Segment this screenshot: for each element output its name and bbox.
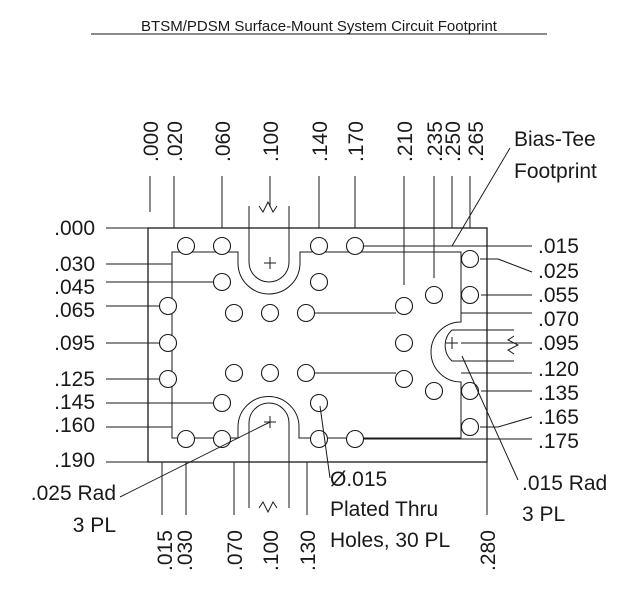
via-hole [345,236,365,256]
top-dim-label: .250 [442,121,465,162]
via-hole [158,369,178,389]
top-dim-label: .100 [260,121,283,162]
right-biastee-notch [444,329,514,362]
left-dim-label: .160 [54,414,95,437]
left-radius-callout-line1: .025 Rad [31,482,116,505]
top-dimension-labels: .000 .020 .060 .100 .140 .170 .210 .235 … [140,121,488,162]
right-breakline [507,335,520,355]
left-dim-label: .045 [54,276,95,299]
via-hole [158,296,178,316]
via-hole [424,381,444,401]
center-mark-right [446,337,458,349]
right-radius-callout-line2: 3 PL [522,503,565,526]
right-dimension-labels: .015 .025 .055 .070 .095 .120 .135 .165 … [538,235,579,453]
right-dim-label: .095 [538,332,579,355]
top-dim-label: .000 [140,121,163,162]
via-hole [212,393,232,413]
center-mark-top [264,257,276,269]
via-hole [309,272,329,292]
top-biastee-notch [248,206,290,283]
left-dim-label: .000 [54,217,95,240]
bias-tee-callout-line2: Footprint [514,160,597,183]
via-hole [296,303,316,323]
right-dim-label: .070 [538,308,579,331]
plated-thru-holes [158,236,480,449]
via-hole [224,303,244,323]
left-extension-lines [106,227,214,463]
left-radius-callout-line2: 3 PL [73,514,116,537]
top-dim-label: .170 [345,121,368,162]
holes-callout-line1: Ø.015 [330,468,387,491]
via-hole [212,272,232,292]
right-dim-label: .025 [538,260,579,283]
via-hole [309,236,329,256]
right-dim-label: .175 [538,430,579,453]
bottom-dim-label: .030 [174,530,197,571]
via-hole [158,333,178,353]
right-dim-label: .135 [538,382,579,405]
bottom-dim-label: .070 [224,530,247,571]
left-dim-label: .030 [54,253,95,276]
leader-rad-left [119,421,271,498]
via-hole [424,285,444,305]
bottom-biastee-notch [248,402,290,508]
via-hole [460,381,480,401]
right-radius-callout-line1: .015 Rad [522,472,607,495]
top-dim-label: .020 [164,121,187,162]
leader-bias-tee [451,147,511,247]
top-dim-label: .060 [212,121,235,162]
right-extension-lines [313,245,533,440]
via-hole [260,363,280,383]
via-hole [296,363,316,383]
left-dim-label: .095 [54,332,95,355]
top-extension-lines [149,176,471,285]
via-hole [394,333,414,353]
via-hole [460,285,480,305]
top-dim-label: .140 [309,121,332,162]
left-dim-label: .125 [54,368,95,391]
via-hole [176,236,196,256]
via-hole [345,429,365,449]
left-dim-label: .190 [54,449,95,472]
top-breakline [258,200,278,213]
via-hole [394,369,414,389]
top-dim-label: .265 [465,121,488,162]
left-dim-label: .065 [54,299,95,322]
via-hole [460,249,480,269]
inner-pad-outline [171,251,462,439]
package-outline [147,227,488,463]
right-dim-label: .120 [538,358,579,381]
via-hole [309,393,329,413]
left-dim-label: .145 [54,391,95,414]
bottom-extension-lines [161,462,488,515]
via-hole [224,363,244,383]
bottom-dim-label: .280 [477,530,500,571]
right-dim-label: .055 [538,284,579,307]
holes-callout-line3: Holes, 30 PL [330,529,450,552]
bottom-dim-label: .130 [297,530,320,571]
right-dim-label: .165 [538,406,579,429]
bottom-breakline [258,501,278,514]
leader-holes [319,405,331,479]
bottom-dim-label: .015 [154,530,177,571]
top-dim-label: .235 [424,121,447,162]
bias-tee-callout-line1: Bias-Tee [514,128,596,151]
bottom-dimension-labels: .015 .030 .070 .100 .130 .280 [154,530,500,571]
holes-callout-line2: Plated Thru [330,498,438,521]
via-hole [212,429,232,449]
top-dim-label: .210 [394,121,417,162]
left-dimension-labels: .000 .030 .045 .065 .095 .125 .145 .160 … [54,217,95,472]
via-hole [460,417,480,437]
leader-rad-right [461,355,519,481]
bottom-dim-label: .100 [260,530,283,571]
via-hole [212,236,232,256]
right-dim-label: .015 [538,235,579,258]
via-hole [394,296,414,316]
via-hole [176,429,196,449]
via-hole [260,303,280,323]
leader-lines [119,147,519,498]
via-hole [309,429,329,449]
drawing-title: BTSM/PDSM Surface-Mount System Circuit F… [141,18,498,35]
